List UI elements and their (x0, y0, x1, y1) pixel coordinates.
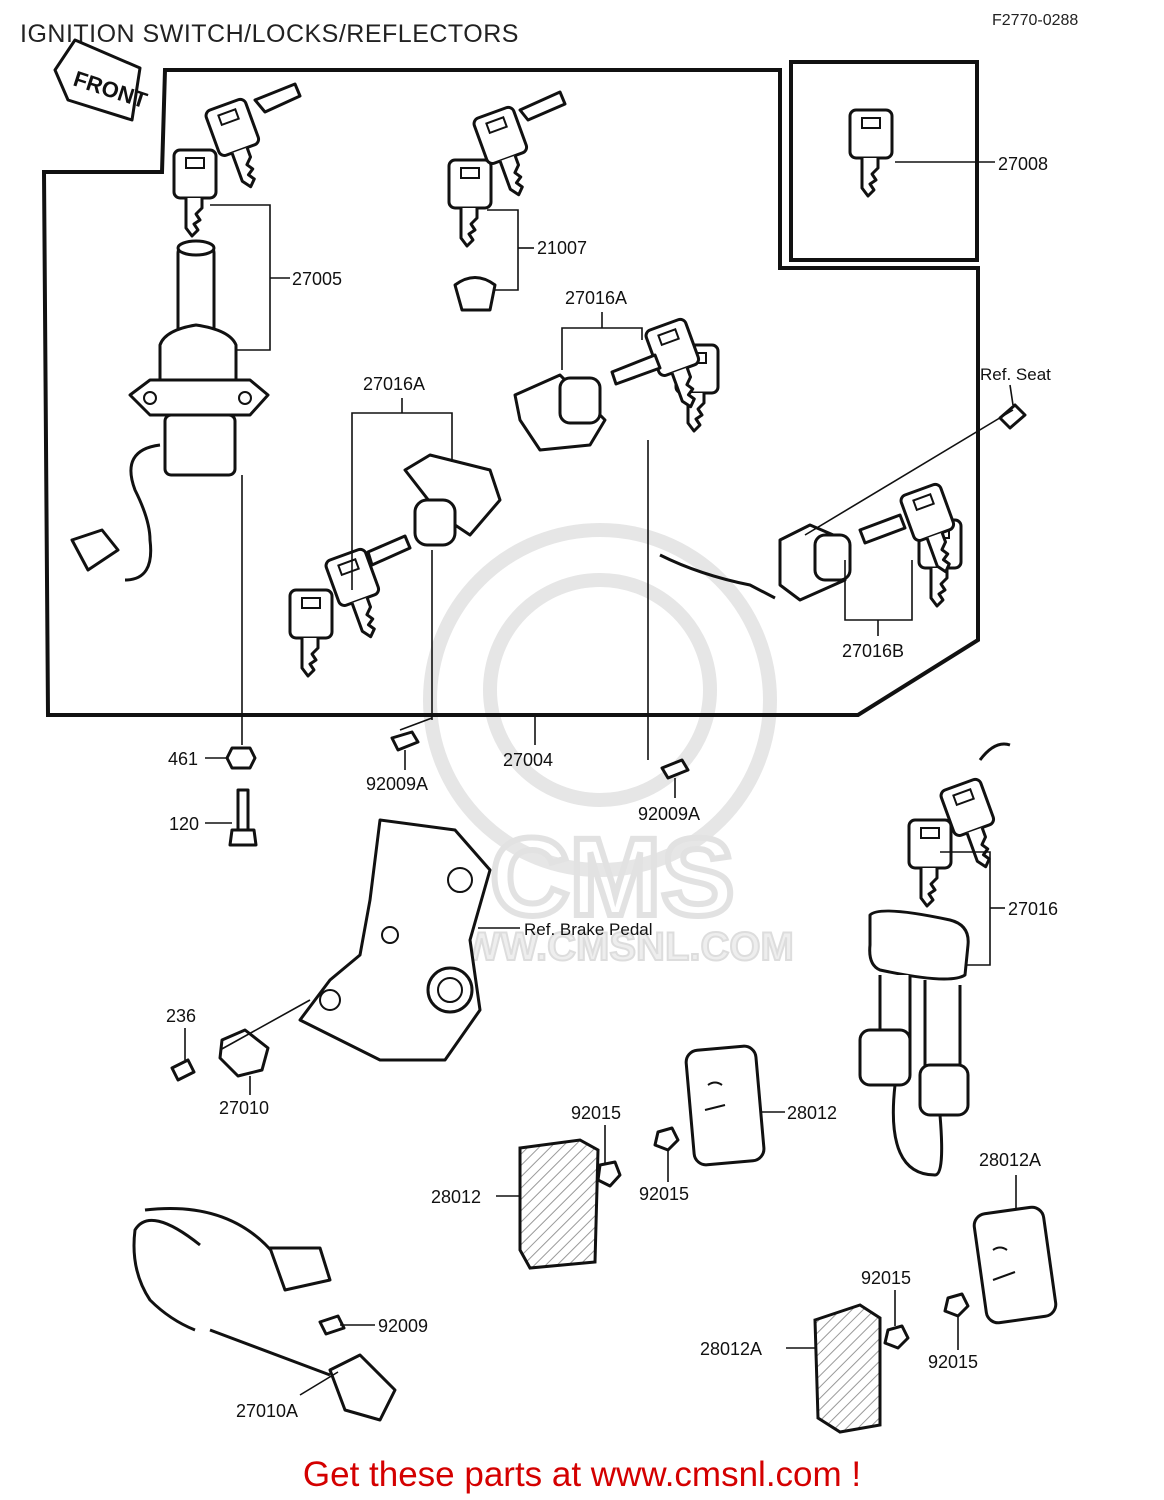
label-92015-a: 92015 (571, 1103, 621, 1123)
seat-lock-icon (659, 403, 1027, 608)
brake-pedal-bracket-icon (298, 818, 492, 1062)
label-28012a-top: 28012A (979, 1150, 1041, 1170)
screw-92009a-left-icon (390, 730, 420, 752)
label-92009: 92009 (378, 1316, 428, 1336)
helmet-lock-top-icon (513, 316, 720, 452)
label-461: 461 (168, 749, 198, 769)
nut-461-icon (225, 746, 257, 770)
label-27010a: 27010A (236, 1401, 298, 1421)
label-92015-b: 92015 (639, 1184, 689, 1204)
label-ref-seat: Ref. Seat (980, 365, 1051, 384)
nut-92015-b-icon (653, 1126, 680, 1152)
ignition-keys-icon (172, 82, 302, 238)
label-236: 236 (166, 1006, 196, 1026)
nut-92015-c-icon (883, 1324, 910, 1350)
main-assembly-frame (41, 68, 980, 717)
reflector-28012a-left-icon (813, 1303, 882, 1434)
footer-cta-link[interactable]: Get these parts at www.cmsnl.com ! (302, 1455, 862, 1494)
label-27016a-middle: 27016A (363, 374, 425, 394)
spare-key-frame (789, 60, 979, 262)
label-27010: 27010 (219, 1098, 269, 1118)
brake-switch-27010a-icon (132, 1206, 397, 1422)
nut-92015-d-icon (943, 1292, 970, 1318)
label-27016: 27016 (1008, 899, 1058, 919)
label-92009a-right: 92009A (638, 804, 700, 824)
label-120: 120 (169, 814, 199, 834)
reflector-28012-left-icon (518, 1138, 600, 1270)
keys-21007-icon (447, 90, 567, 248)
chain-lock-icon (858, 742, 1011, 1177)
label-28012a-bottom: 28012A (700, 1339, 762, 1359)
label-27004: 27004 (503, 750, 553, 770)
cms-watermark-logo: CMS WWW.CMSNL.COM (423, 523, 795, 970)
watermark-logo-text: CMS (490, 816, 734, 939)
label-27016b: 27016B (842, 641, 904, 661)
helmet-lock-middle-icon (288, 453, 502, 678)
reflector-28012a-right-icon (972, 1205, 1058, 1325)
label-27016a-top: 27016A (565, 288, 627, 308)
bolt-120-icon (228, 788, 258, 847)
label-28012-right: 28012 (787, 1103, 837, 1123)
front-arrow-icon: FRONT (53, 38, 151, 122)
reflector-28012-right-icon (684, 1044, 766, 1167)
key-27008-icon (848, 108, 894, 198)
label-ref-brake-pedal: Ref. Brake Pedal (524, 920, 653, 939)
label-92015-c: 92015 (861, 1268, 911, 1288)
diagram-code: F2770-0288 (992, 12, 1079, 29)
label-21007: 21007 (537, 238, 587, 258)
ignition-switch-icon (70, 239, 270, 582)
label-27008: 27008 (998, 154, 1048, 174)
label-92009a-left: 92009A (366, 774, 428, 794)
watermark-url-text: WWW.CMSNL.COM (425, 925, 794, 969)
label-28012-left: 28012 (431, 1187, 481, 1207)
label-92015-d: 92015 (928, 1352, 978, 1372)
page-title: IGNITION SWITCH/LOCKS/REFLECTORS (20, 20, 519, 48)
label-27005: 27005 (292, 269, 342, 289)
screw-92009a-right-icon (660, 758, 690, 780)
nut-92015-a-icon (596, 1160, 622, 1188)
brake-switch-27010-icon (170, 1028, 270, 1082)
key-cap-icon (453, 276, 497, 312)
